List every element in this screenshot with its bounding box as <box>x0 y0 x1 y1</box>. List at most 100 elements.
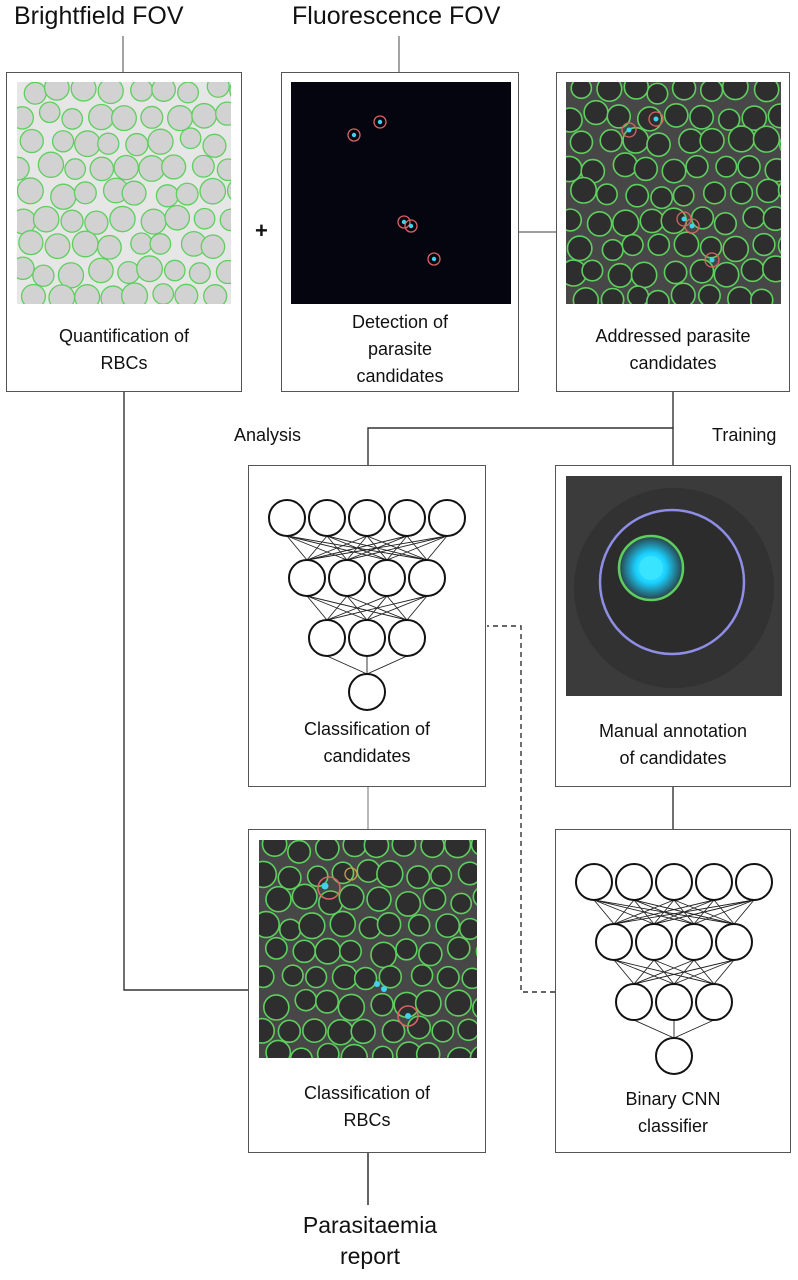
rbc-cell <box>259 1017 276 1044</box>
rbc-cell <box>376 860 404 888</box>
rbc-cell <box>661 158 687 184</box>
rbc-cell <box>121 282 149 304</box>
merged-image <box>566 82 781 304</box>
network-connection <box>633 1019 675 1039</box>
rbc-cell <box>566 107 583 133</box>
network-node <box>615 983 653 1021</box>
rbc-cell <box>121 180 147 206</box>
rbc-cell <box>71 230 99 258</box>
rbc-cell <box>74 284 101 304</box>
rbc-cell <box>74 130 101 158</box>
candidate-ring <box>373 115 387 129</box>
rbc-cell <box>395 890 422 917</box>
parasite-spot <box>381 986 387 992</box>
rbc-cell <box>435 913 461 939</box>
network-connection <box>366 655 408 675</box>
rbc-cell <box>461 967 477 990</box>
rbc-cell <box>721 82 749 101</box>
rbc-outline <box>617 534 685 602</box>
rbc-cell <box>265 885 292 913</box>
annotation-zoom-image <box>566 476 782 696</box>
rbc-cell <box>689 104 715 130</box>
rbc-cell <box>32 205 60 233</box>
rbc-cell <box>17 106 34 130</box>
rbc-cell <box>625 183 650 208</box>
rbc-cell <box>259 860 278 889</box>
network-node <box>428 499 466 537</box>
rbc-cell <box>84 210 109 235</box>
rbc-cell <box>149 233 172 255</box>
rbc-cell <box>378 965 403 989</box>
rbc-cell <box>755 178 781 204</box>
rbc-cell <box>113 154 139 181</box>
network-node <box>348 499 386 537</box>
rbc-cell <box>350 1018 376 1045</box>
network-node <box>388 499 426 537</box>
rbc-cell <box>89 156 115 182</box>
rbc-cell <box>422 886 447 911</box>
rbc-cell <box>670 282 696 304</box>
rbc-cell <box>38 101 61 124</box>
rbc-cell <box>215 259 231 285</box>
rbc-cell <box>472 888 477 906</box>
rbc-cell <box>457 1018 477 1042</box>
candidate-ring <box>621 122 637 138</box>
network-connection <box>613 899 675 925</box>
network-connection <box>673 959 735 985</box>
rbc-cell <box>64 158 87 180</box>
rbc-cell <box>200 234 226 260</box>
parasite-spot <box>351 132 357 138</box>
rbc-cell <box>331 861 355 885</box>
classified-image <box>259 840 477 1058</box>
network-node <box>328 559 366 597</box>
rbc-cell <box>697 284 721 304</box>
parasite-spot <box>374 981 380 987</box>
rbc-cell <box>61 108 84 130</box>
rbc-cell <box>291 883 318 910</box>
rbc-cell <box>191 102 217 129</box>
rbc-cell <box>612 152 638 178</box>
candidate-ring <box>317 876 341 900</box>
rbc-cell <box>314 989 340 1014</box>
rbc-cell <box>164 204 191 231</box>
rbc-cell <box>70 82 97 102</box>
rbc-cell <box>88 103 115 131</box>
network-connection <box>613 959 635 985</box>
rbc-cell <box>699 82 724 102</box>
network-connection <box>713 959 735 985</box>
classification-candidates-caption: Classification of candidates <box>303 719 431 766</box>
rbc-cell <box>277 1019 302 1044</box>
rbc-cell <box>636 106 663 132</box>
rbc-cell <box>60 209 84 233</box>
rbc-cell <box>338 939 363 963</box>
rbc-cell <box>289 1047 313 1058</box>
parasite-spot <box>431 256 437 262</box>
candidate-ring <box>397 1005 419 1027</box>
rbc-cell <box>446 936 471 961</box>
rbc-cell <box>17 256 35 281</box>
rbc-cell <box>450 892 473 915</box>
rbc-cell <box>762 205 781 232</box>
quantification-box: Quantification of RBCs <box>6 72 242 392</box>
parasite-spot <box>709 257 715 263</box>
rbc-cell <box>226 181 231 200</box>
rbc-cell <box>431 1019 455 1043</box>
rbc-cell <box>444 989 472 1017</box>
parasite-spot <box>689 223 695 229</box>
rbc-cell <box>685 154 709 179</box>
rbc-cell <box>199 177 227 205</box>
rbc-cell <box>767 103 781 129</box>
rbc-cell <box>646 82 669 105</box>
rbc-cell <box>753 82 780 103</box>
rbc-cell <box>229 83 231 97</box>
rbc-cell <box>219 208 231 232</box>
rbc-cell <box>281 964 304 987</box>
rbc-cell <box>600 287 625 304</box>
network-node <box>635 923 673 961</box>
analysis-label: Analysis <box>234 425 302 445</box>
rbc-cell <box>414 989 442 1017</box>
rbc-cell <box>713 212 738 236</box>
rbc-cell <box>566 235 593 262</box>
classification-rbcs-box: Classification of RBCs <box>248 829 486 1153</box>
rbc-cell <box>601 238 624 262</box>
